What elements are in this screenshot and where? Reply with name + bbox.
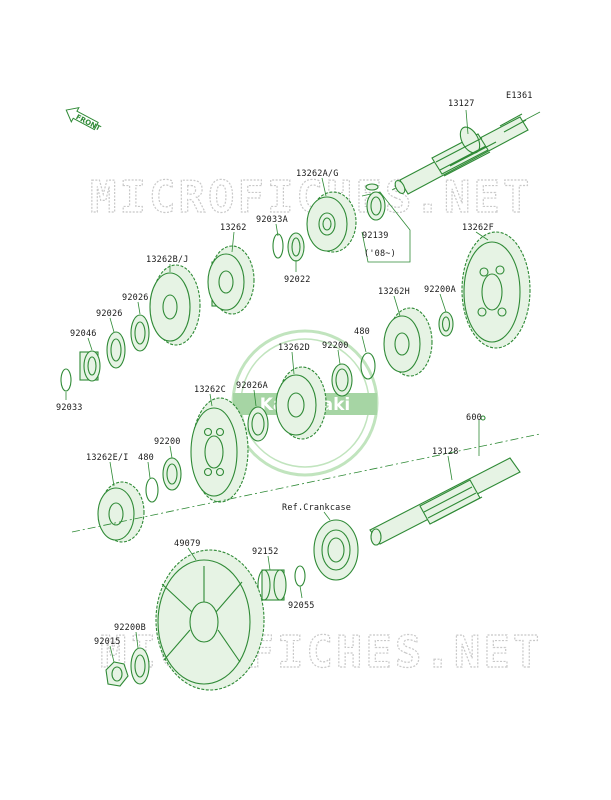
input-shaft-13127	[391, 111, 541, 195]
circlip-480-lower	[145, 477, 159, 503]
callout-49079: 49079	[174, 539, 201, 549]
gear-13262D	[275, 366, 327, 440]
callout-92055: 92055	[288, 601, 315, 611]
washer-92022	[287, 232, 305, 262]
gear-13262E-I	[97, 481, 145, 543]
callout-13127: 13127	[448, 99, 475, 109]
washer-92026A	[247, 406, 269, 442]
callout-92200A: 92200A	[424, 285, 456, 295]
washer-92026-b	[106, 331, 126, 369]
callout-92139: 92139	[362, 231, 389, 241]
needle-bearing-92046	[79, 350, 101, 382]
callout-13262A-G: 13262A/G	[296, 169, 339, 179]
leader-lines	[65, 109, 489, 663]
callout-92033A: 92033A	[256, 215, 288, 225]
callout-92026-a: 92026	[122, 293, 149, 303]
callout-13262F: 13262F	[462, 223, 494, 233]
output-shaft-13128	[369, 415, 521, 546]
washer-92200-upper	[331, 363, 353, 397]
collar-92152	[257, 569, 287, 601]
callout-ref-crankcase: Ref.Crankcase	[282, 503, 351, 513]
callout-13262: 13262	[220, 223, 247, 233]
washer-92200B	[130, 647, 150, 685]
gear-13262	[207, 245, 255, 315]
callout-92026-b: 92026	[96, 309, 123, 319]
gear-13262F	[461, 231, 531, 349]
callout-92015: 92015	[94, 637, 121, 647]
callout-480-upper: 480	[354, 327, 370, 337]
callout-13262H: 13262H	[378, 287, 410, 297]
bearing-92139	[361, 183, 411, 263]
gear-13262A-G	[306, 191, 357, 253]
callout-92152: 92152	[252, 547, 279, 557]
callout-92033: 92033	[56, 403, 83, 413]
gear-13262C	[190, 397, 249, 503]
gear-13262H	[383, 307, 433, 377]
circlip-92033A	[272, 233, 284, 259]
callout-92046: 92046	[70, 329, 97, 339]
callout-92026A: 92026A	[236, 381, 268, 391]
callout-13262B-J: 13262B/J	[146, 255, 189, 265]
washer-92200-lower	[162, 457, 182, 491]
callout-13128: 13128	[432, 447, 459, 457]
washer-92026-a	[130, 314, 150, 352]
front-label: FRONT	[74, 113, 102, 133]
callout-13262E-I: 13262E/I	[86, 453, 129, 463]
front-arrow-icon: FRONT	[65, 107, 102, 133]
bearing-ref-crankcase	[313, 519, 359, 581]
callout-92200B: 92200B	[114, 623, 146, 633]
sprocket-49079	[155, 549, 265, 691]
callout-92200-upper: 92200	[322, 341, 349, 351]
diagram-code: E1361	[506, 91, 533, 101]
washer-92200A	[438, 311, 454, 337]
callout-13262D: 13262D	[278, 343, 310, 353]
gear-13262B-J	[149, 264, 201, 346]
callout-92200-lower: 92200	[154, 437, 181, 447]
circlip-92033	[60, 368, 72, 392]
callout-13262C: 13262C	[194, 385, 226, 395]
o-ring-92055	[294, 565, 306, 587]
circlip-480-upper	[360, 352, 376, 380]
callout-08-note: ('08~)	[364, 249, 396, 259]
callout-600: 600	[466, 413, 482, 423]
callout-480-lower: 480	[138, 453, 154, 463]
callout-92022: 92022	[284, 275, 311, 285]
